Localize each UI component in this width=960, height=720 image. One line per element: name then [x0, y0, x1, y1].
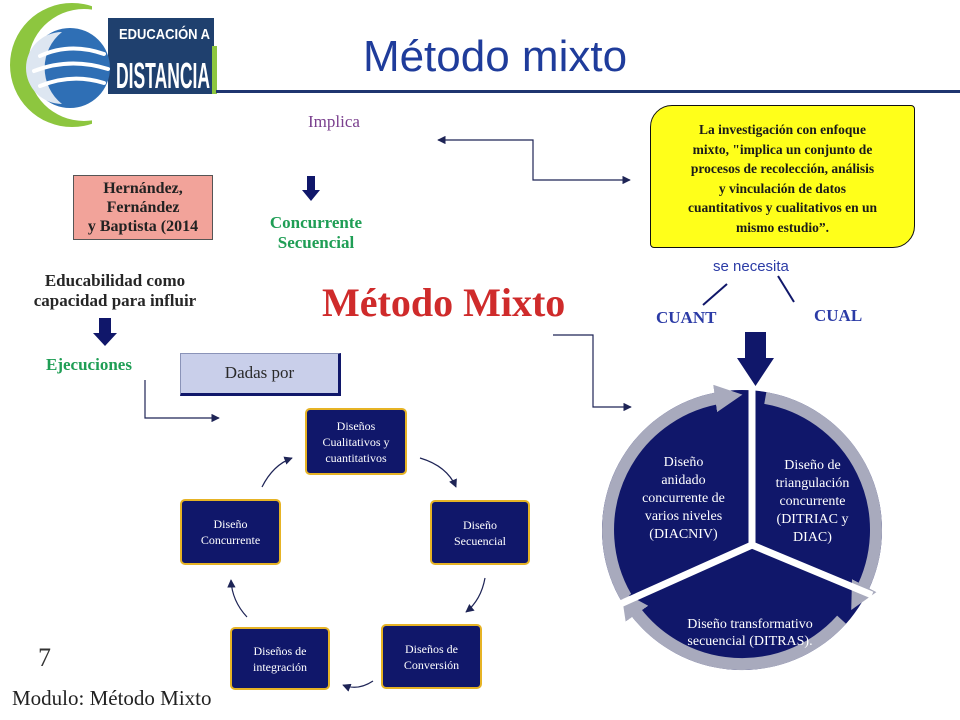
logo-text-line1: EDUCACIÓN A [119, 25, 210, 43]
ejecuciones-label: Ejecuciones [46, 355, 132, 374]
se-necesita-label: se necesita [713, 258, 789, 275]
sector-line: anidado [661, 473, 706, 488]
sector-line: DIAC) [793, 530, 832, 545]
cycle-arrow [261, 456, 293, 488]
cycle-box-line: Diseños de [253, 643, 307, 658]
cycle-box-conversion: Diseños de Conversión [381, 624, 482, 689]
sector-ditras: Diseño transformativo secuencial (DITRAS… [655, 616, 845, 650]
logo-swoosh [38, 76, 106, 88]
authors-box: Hernández, Fernández y Baptista (2014 [73, 175, 213, 240]
definition-line: y vinculación de datos [718, 180, 847, 196]
sector-diacniv: Diseño anidado concurrente de varios niv… [626, 454, 741, 544]
sector-line: varios niveles [644, 509, 723, 524]
sector-line: concurrente de [642, 491, 725, 506]
circle-ring-arrow [621, 591, 847, 671]
cycle-box-secuencial: Diseño Secuencial [430, 500, 530, 565]
sector-line: Diseño de [784, 458, 841, 473]
sector-line: Diseño [663, 455, 704, 470]
logo-swoosh [38, 46, 106, 58]
cycle-box-line: Diseños [336, 418, 376, 433]
page-number: 7 [38, 643, 51, 672]
cycle-box-line: Diseño [213, 517, 248, 531]
cycle-box-line: Diseños de [405, 641, 458, 656]
type-secuencial: Secuencial [277, 233, 355, 252]
header-divider [216, 90, 960, 93]
central-title: Método Mixto [322, 280, 566, 325]
cual-label: CUAL [814, 306, 863, 325]
definition-box: La investigación con enfoque mixto, "imp… [650, 105, 915, 248]
logo-panel [108, 18, 214, 94]
sector-line: Diseño transformativo [687, 617, 813, 632]
down-arrow-icon [302, 176, 320, 201]
educabilidad-line: Educabilidad como [44, 271, 186, 290]
ejecuciones-connector [144, 380, 220, 423]
logo-text-line2: DISTANCIA [116, 55, 210, 96]
definition-line: procesos de recolección, análisis [690, 161, 875, 176]
type-concurrente: Concurrente [269, 213, 363, 232]
circle-divider [750, 541, 874, 599]
sector-line: (DITRIAC y [776, 512, 849, 527]
designs-circle [602, 390, 882, 670]
cuant-label: CUANT [656, 308, 717, 327]
cuant-branch-line [702, 283, 728, 306]
implica-label: Implica [308, 112, 360, 131]
cycle-box-line: cuantitativos [325, 450, 387, 465]
definition-line: mixto, "implica un conjunto de [692, 141, 873, 157]
design-types-label: Concurrente Secuencial [246, 213, 386, 253]
big-down-arrow-icon [737, 332, 774, 386]
cycle-box-line: Cualitativos y [322, 434, 390, 449]
sector-ditriac: Diseño de triangulación concurrente (DIT… [755, 457, 870, 547]
cycle-arrow [419, 457, 457, 488]
authors-line: Fernández [106, 199, 180, 216]
page-title: Método mixto [362, 32, 628, 81]
cycle-box-line: Concurrente [200, 533, 261, 547]
sector-line: triangulación [775, 476, 850, 491]
circle-divider [616, 541, 754, 609]
sector-line: concurrente [779, 494, 846, 509]
definition-line: La investigación con enfoque [699, 122, 866, 137]
logo: EDUCACIÓN A DISTANCIA [10, 3, 217, 127]
educabilidad-label: Educabilidad como capacidad para influir [10, 271, 220, 311]
authors-line: y Baptista (2014 [87, 218, 199, 235]
cycle-box-line: Diseño [463, 517, 497, 532]
logo-accent-bar [212, 46, 217, 94]
cycle-box-line: Conversión [403, 657, 460, 672]
authors-line: Hernández, [103, 180, 183, 197]
dadas-por-box: Dadas por [180, 353, 341, 396]
circle-ring-arrow [764, 392, 882, 610]
sector-line: (DIACNIV) [649, 527, 718, 542]
sector-line: secuencial (DITRAS). [687, 634, 813, 649]
cycle-box-concurrente: Diseño Concurrente [180, 499, 281, 565]
logo-globe-icon [30, 28, 110, 108]
implica-connector [437, 135, 631, 185]
circle-ring-arrow [602, 384, 743, 600]
cycle-box-line: integración [253, 659, 307, 674]
cycle-box-cualitativos-cuantitativos: Diseños Cualitativos y cuantitativos [305, 408, 407, 475]
cycle-box-integracion: Diseños de integración [230, 627, 330, 690]
cycle-arrow [342, 680, 374, 692]
logo-crescent [10, 3, 92, 127]
cual-branch-line [777, 275, 795, 303]
definition-line: cuantitativos y cualitativos en un [687, 200, 877, 215]
educabilidad-line: capacidad para influir [33, 291, 197, 310]
cycle-arrow [227, 579, 248, 618]
logo-swoosh [32, 61, 110, 73]
metodo-mixto-connector [553, 334, 632, 412]
down-arrow-icon [93, 318, 117, 346]
cycle-arrow [465, 577, 486, 613]
cycle-box-line: Secuencial [454, 533, 506, 548]
module-footer: Modulo: Método Mixto [12, 686, 212, 710]
definition-line: mismo estudio”. [735, 219, 829, 235]
